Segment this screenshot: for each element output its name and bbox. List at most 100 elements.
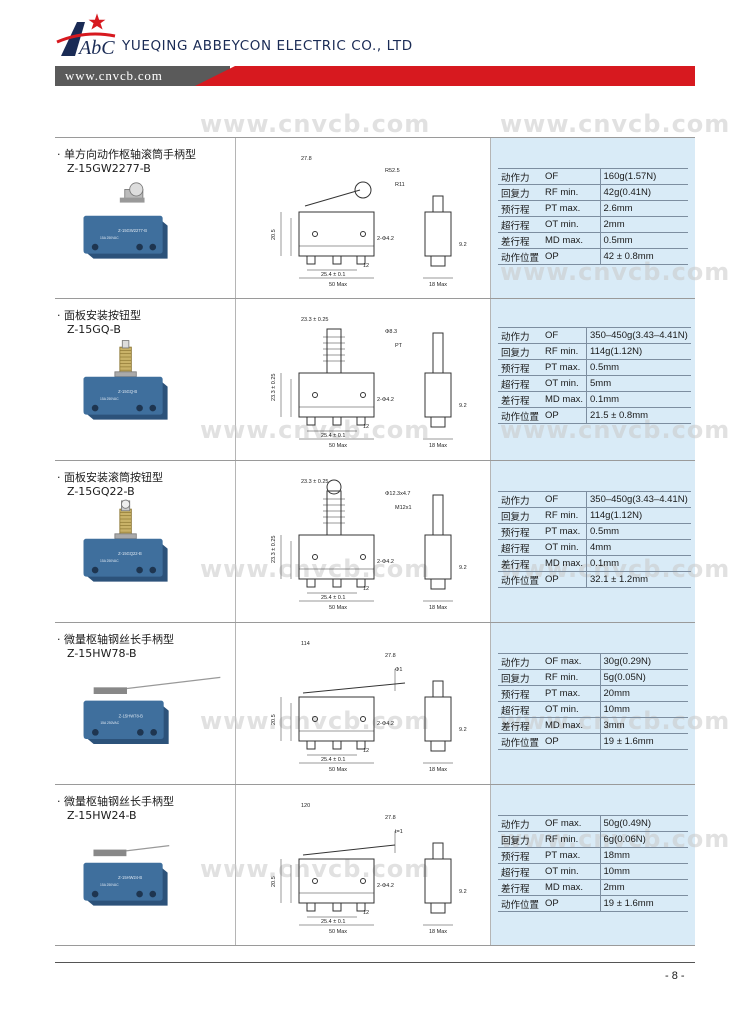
watermark: www.cnvcb.com bbox=[200, 110, 431, 138]
row-divider bbox=[55, 460, 695, 461]
svg-text:Z-15GQ-B: Z-15GQ-B bbox=[118, 389, 137, 394]
spec-value: 114g(1.12N) bbox=[586, 507, 691, 524]
spec-code: PT max. bbox=[542, 685, 601, 702]
spec-value: 160g(1.57N) bbox=[599, 168, 688, 185]
svg-text:25.4 ± 0.1: 25.4 ± 0.1 bbox=[321, 595, 345, 601]
spec-label-cn: 动作力 bbox=[498, 491, 543, 508]
spec-code: OP bbox=[542, 248, 601, 265]
product-name: · 单方向动作枢轴滚筒手柄型 bbox=[57, 148, 196, 161]
spec-label-cn: 回复力 bbox=[498, 343, 543, 360]
product-photo: Z-15HW78-B 15A 250VAC bbox=[77, 653, 221, 765]
row-divider bbox=[55, 945, 695, 946]
product-model: Z-15GW2277-B bbox=[67, 162, 151, 175]
spec-code: OT min. bbox=[542, 539, 587, 556]
spec-label-cn: 预行程 bbox=[498, 359, 543, 376]
spec-value: 0.5mm bbox=[586, 523, 691, 540]
spec-label-cn: 差行程 bbox=[498, 717, 543, 734]
spec-label-cn: 预行程 bbox=[498, 200, 543, 217]
switch-photo-icon: Z-15GQ-B 15A 250VAC bbox=[83, 340, 168, 420]
spec-code: PT max. bbox=[542, 847, 601, 864]
dimension-drawing: 50 Max 25.4 ± 0.1 12 18 Max 9.2 2-Φ4.2 2… bbox=[271, 803, 467, 935]
svg-text:9.2: 9.2 bbox=[459, 242, 467, 248]
svg-text:23.3 ± 0.25: 23.3 ± 0.25 bbox=[271, 374, 277, 401]
product-name: · 微量枢轴钢丝长手柄型 bbox=[57, 795, 174, 808]
spec-code: RF min. bbox=[542, 184, 601, 201]
svg-text:15A 250VAC: 15A 250VAC bbox=[100, 397, 119, 401]
switch-photo-icon: Z-15GQ22-B 15A 250VAC bbox=[83, 499, 168, 582]
spec-value: 6g(0.06N) bbox=[599, 831, 688, 848]
spec-label-cn: 超行程 bbox=[498, 863, 543, 880]
svg-text:114: 114 bbox=[301, 641, 310, 647]
spec-code: OP bbox=[542, 407, 587, 424]
svg-text:18 Max: 18 Max bbox=[429, 929, 447, 935]
svg-text:25.4 ± 0.1: 25.4 ± 0.1 bbox=[321, 919, 345, 925]
spec-value: 19 ± 1.6mm bbox=[599, 895, 688, 912]
svg-text:27.8: 27.8 bbox=[385, 815, 396, 821]
spec-code: RF min. bbox=[542, 343, 587, 360]
svg-text:9.2: 9.2 bbox=[459, 727, 467, 733]
spec-label-cn: 超行程 bbox=[498, 701, 543, 718]
spec-label-cn: 预行程 bbox=[498, 685, 543, 702]
svg-text:20.5: 20.5 bbox=[271, 714, 277, 725]
spec-code: RF min. bbox=[542, 507, 587, 524]
svg-text:12: 12 bbox=[363, 748, 369, 754]
spec-label-cn: 超行程 bbox=[498, 375, 543, 392]
band-dark bbox=[55, 66, 230, 86]
spec-value: 21.5 ± 0.8mm bbox=[586, 407, 691, 424]
spec-code: PT max. bbox=[542, 200, 601, 217]
svg-text:15A 250VAC: 15A 250VAC bbox=[100, 236, 119, 240]
svg-text:Φ12.3x4.7: Φ12.3x4.7 bbox=[385, 491, 411, 497]
product-row: · 面板安装按钮型 Z-15GQ-B Z-15GQ-B 15A 250VAC bbox=[55, 299, 695, 459]
switch-photo-icon: Z-15GW2277-B 15A 250VAC bbox=[83, 182, 168, 259]
spec-label-cn: 回复力 bbox=[498, 669, 543, 686]
product-name: · 面板安装按钮型 bbox=[57, 309, 141, 322]
column-divider bbox=[235, 137, 236, 945]
technical-drawing: 50 Max 25.4 ± 0.1 12 18 Max 9.2 2-Φ4.2 2… bbox=[245, 631, 485, 779]
spec-code: OT min. bbox=[542, 216, 601, 233]
product-photo: Z-15GQ22-B 15A 250VAC bbox=[77, 491, 197, 603]
svg-text:18 Max: 18 Max bbox=[429, 282, 447, 288]
spec-code: PT max. bbox=[542, 359, 587, 376]
spec-label-cn: 回复力 bbox=[498, 184, 543, 201]
svg-text:12: 12 bbox=[363, 263, 369, 269]
svg-text:2-Φ4.2: 2-Φ4.2 bbox=[377, 236, 394, 242]
page-header: AbC YUEQING ABBEYCON ELECTRIC CO., LTD w… bbox=[0, 0, 750, 95]
spec-label-cn: 动作位置 bbox=[498, 733, 543, 750]
website-link[interactable]: www.cnvcb.com bbox=[65, 68, 163, 83]
spec-code: OT min. bbox=[542, 701, 601, 718]
spec-value: 30g(0.29N) bbox=[599, 653, 688, 670]
switch-photo-icon: Z-15HW24-B 15A 250VAC bbox=[83, 845, 170, 906]
spec-value: 2mm bbox=[599, 879, 688, 896]
company-logo-icon: AbC bbox=[56, 13, 116, 59]
spec-value: 10mm bbox=[599, 701, 688, 718]
svg-text:Z-15HW24-B: Z-15HW24-B bbox=[118, 875, 142, 880]
spec-label-cn: 回复力 bbox=[498, 507, 543, 524]
svg-text:120: 120 bbox=[301, 803, 310, 809]
svg-text:15A 250VAC: 15A 250VAC bbox=[100, 883, 119, 887]
dimension-drawing: 50 Max 25.4 ± 0.1 12 18 Max 9.2 2-Φ4.2 2… bbox=[271, 156, 467, 288]
spec-code: MD max. bbox=[542, 232, 601, 249]
spec-code: MD max. bbox=[542, 879, 601, 896]
svg-text:12: 12 bbox=[363, 910, 369, 916]
svg-text:R52.5: R52.5 bbox=[385, 168, 400, 174]
dimension-drawing: 50 Max 25.4 ± 0.1 12 18 Max 9.2 2-Φ4.2 2… bbox=[271, 479, 467, 611]
spec-code: OT min. bbox=[542, 375, 587, 392]
spec-value: 19 ± 1.6mm bbox=[599, 733, 688, 750]
spec-code: OF bbox=[542, 168, 601, 185]
spec-code: MD max. bbox=[542, 555, 587, 572]
